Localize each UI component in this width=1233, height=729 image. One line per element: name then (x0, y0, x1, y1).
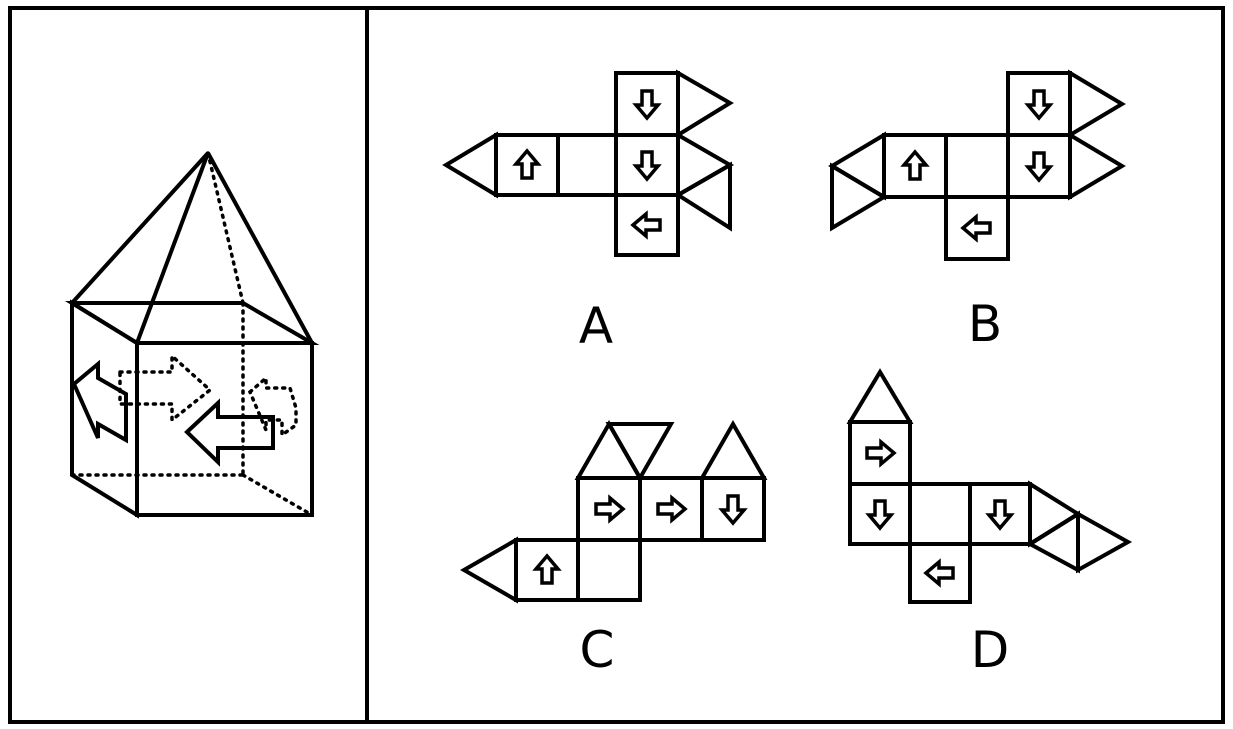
option-b-net (828, 69, 1126, 261)
option-c-label: C (580, 621, 615, 679)
option-d-net (846, 368, 1133, 604)
arrow-left-icon (184, 398, 275, 467)
option-c-net (459, 419, 768, 604)
solid-figure (64, 151, 320, 519)
arrow-left-icon (71, 359, 128, 444)
option-a-net (442, 69, 735, 257)
option-a-label: A (579, 297, 613, 355)
option-d-label: D (971, 621, 1010, 679)
outer-frame (8, 6, 1225, 724)
option-b-label: B (968, 295, 1002, 353)
